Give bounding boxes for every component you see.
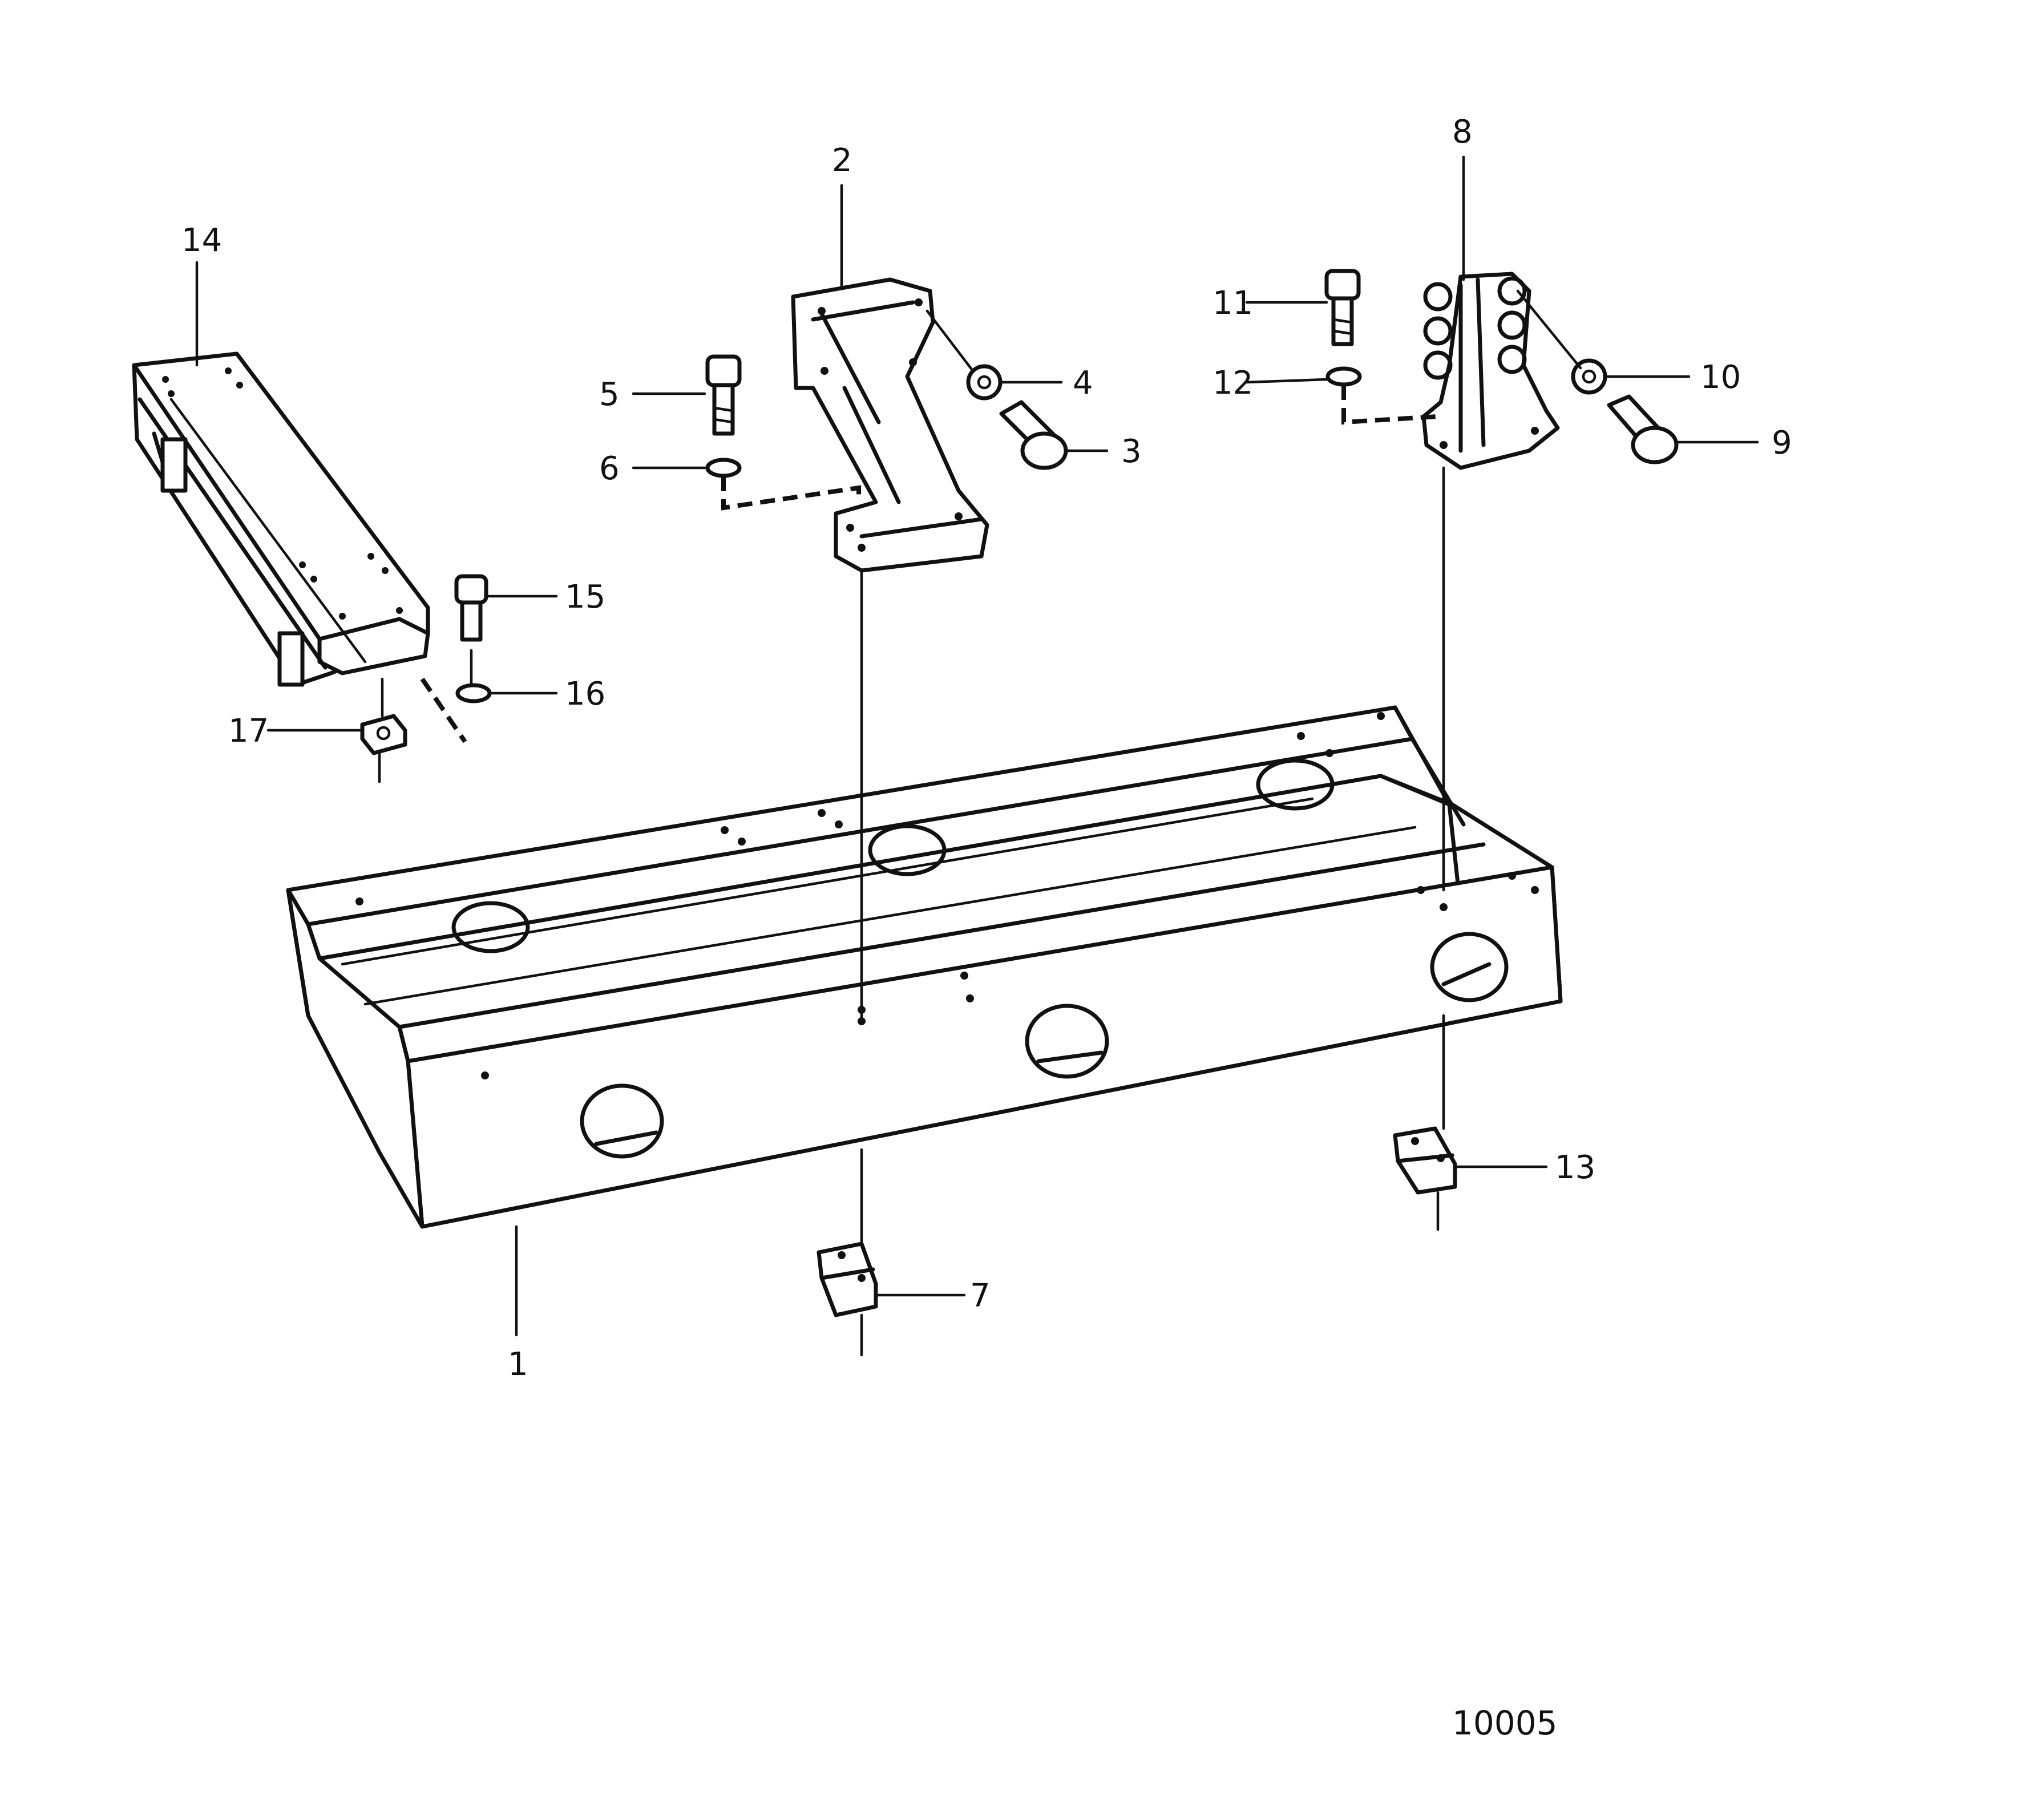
callout-11: 11 [1212,285,1253,322]
callout-4: 4 [1073,365,1093,402]
callout-9: 9 [1772,424,1792,462]
cross-beam [132,351,430,687]
callout-1: 1 [508,1346,528,1383]
callout-14: 14 [181,222,222,259]
bolt-5 [705,354,742,436]
engine-bracket-left [791,277,989,573]
bolt-15 [454,574,488,642]
lock-washer-16 [455,683,492,703]
assembly-path-5 [721,476,861,511]
callout-5: 5 [599,376,620,413]
callout-labels: 1 2 3 4 5 6 7 8 9 10 11 12 13 14 15 16 1… [181,114,1792,1383]
connector-line-4 [925,309,975,373]
callout-15: 15 [565,579,605,616]
lock-washer-12 [1325,366,1362,387]
bolt-11 [1324,269,1361,346]
callout-13: 13 [1555,1149,1595,1186]
callout-3: 3 [1121,433,1142,470]
lock-washer-6 [705,458,742,478]
nut-17 [360,714,407,755]
connector-line-10 [1516,289,1582,370]
callout-7: 7 [970,1277,991,1315]
engine-bracket-right [1421,272,1560,470]
drawing-number: 10005 [1452,1704,1558,1742]
callout-2: 2 [832,142,852,179]
callout-17: 17 [228,713,269,750]
mount-pad-13 [1393,1126,1457,1195]
base-frame [286,705,1563,1229]
bolt-9 [1607,394,1679,464]
callout-16: 16 [565,676,605,713]
bolt-3 [999,400,1068,470]
assembly-path-15 [420,677,467,743]
callout-10: 10 [1700,359,1741,396]
mount-pad-7 [817,1241,878,1317]
callout-12: 12 [1212,365,1253,402]
assembly-path-11 [1341,385,1438,425]
callout-leaders [195,155,1759,1337]
callout-8: 8 [1452,114,1473,151]
callout-6: 6 [599,450,620,487]
